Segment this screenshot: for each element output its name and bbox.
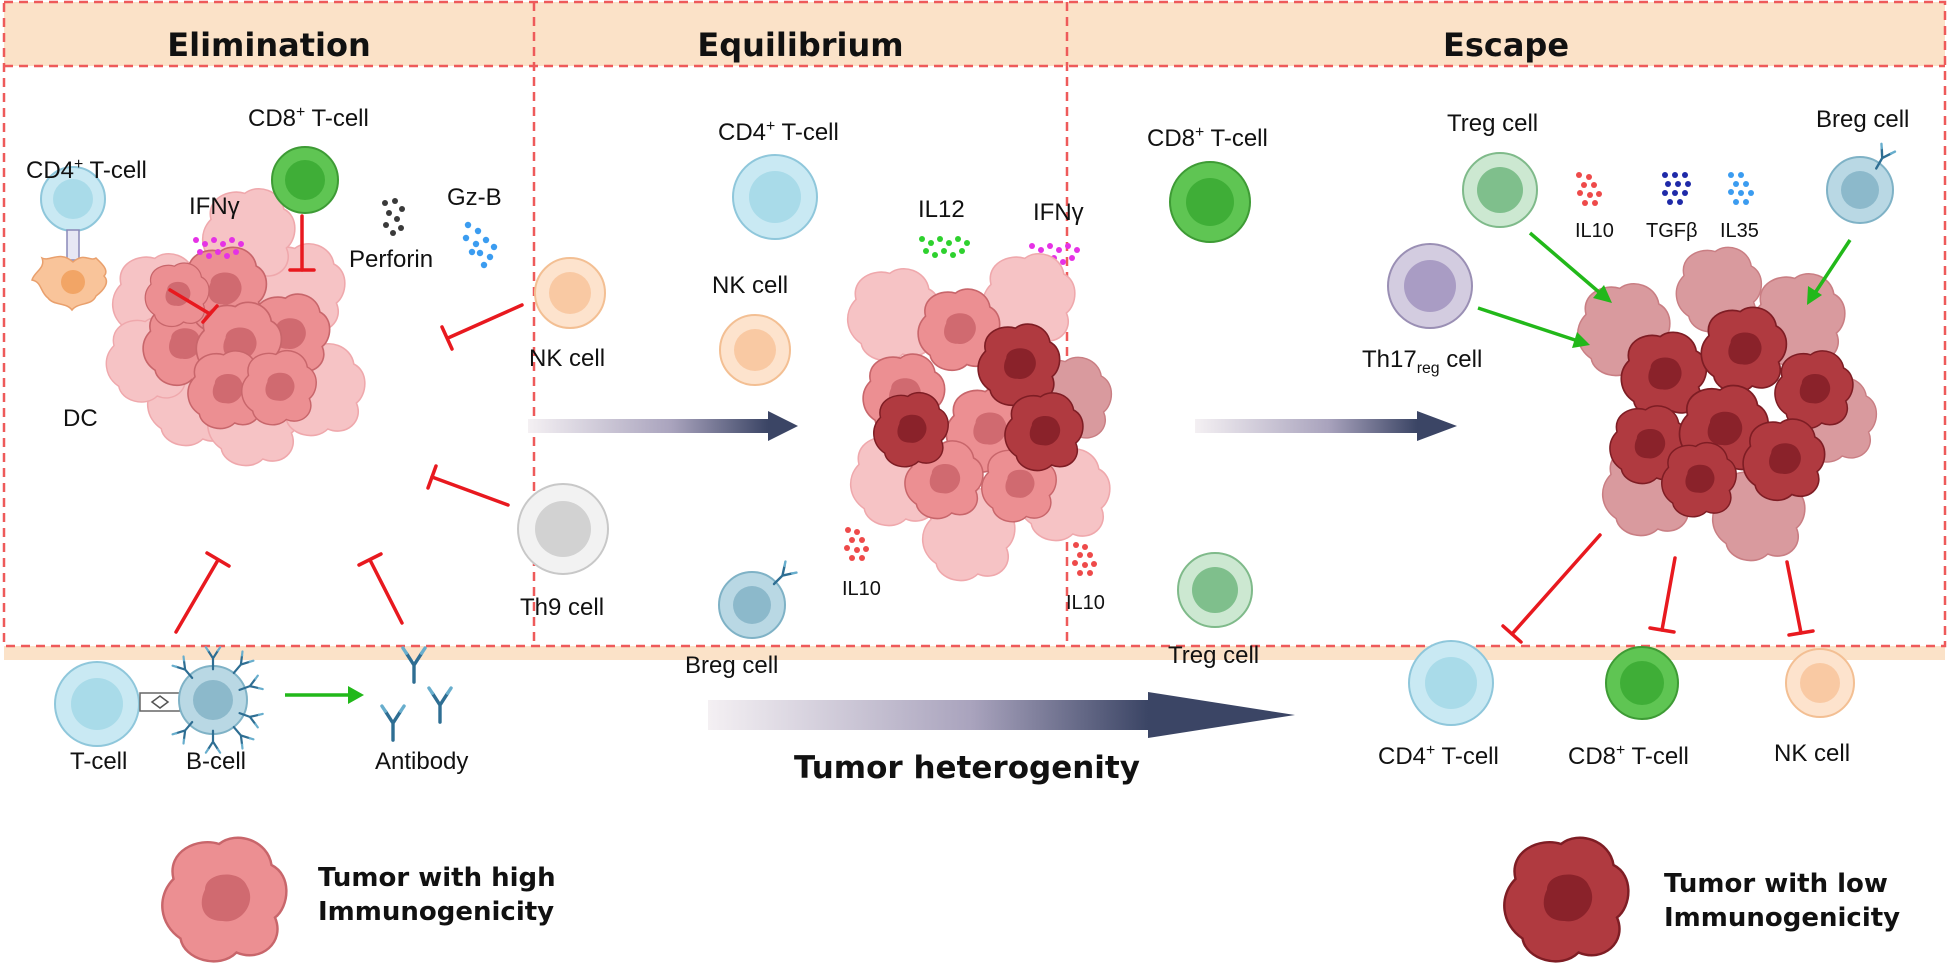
label-il35: IL35: [1720, 220, 1759, 242]
legend-tumor-low-line2: Immunogenicity: [1664, 903, 1901, 933]
legend-tumor-low-icon: [1503, 836, 1630, 963]
label-gzb: Gz-B: [447, 184, 502, 211]
label-cd4-t-cell-elimination: CD4+ T-cell: [26, 156, 147, 184]
label-perforin: Perforin: [349, 246, 434, 273]
label-ifng-elimination: IFNγ: [189, 193, 240, 220]
legend-tumor-low-line1: Tumor with low: [1664, 869, 1888, 899]
tumor-cluster-escape: [1576, 246, 1878, 562]
cd8-t-cell-equilibrium: [1169, 161, 1251, 243]
label-tgfb: TGFβ: [1646, 220, 1698, 242]
transition-arrow-1: [528, 411, 798, 441]
activation-arrows-escape: [1477, 231, 1852, 348]
nk-cell-equilibrium: [719, 314, 791, 386]
cd4-t-cell-elimination: [40, 166, 106, 232]
label-il12: IL12: [918, 196, 965, 223]
label-nk-cell-equilibrium: NK cell: [712, 272, 789, 299]
label-breg-cell-equilibrium: Breg cell: [685, 652, 779, 679]
header-band: [4, 2, 1945, 66]
th9-cell: [517, 483, 609, 575]
il35-dots: [1728, 172, 1754, 205]
heterogeneity-arrow: [708, 692, 1295, 738]
t-cell-elimination: [54, 661, 140, 747]
label-il10-equilibrium-left: IL10: [842, 578, 881, 600]
label-il10-escape: IL10: [1575, 220, 1614, 242]
ifng-dots-elimination: [193, 237, 244, 259]
gzb-dots: [462, 221, 498, 269]
legend-tumor-high-line1: Tumor with high: [318, 863, 556, 893]
il12-dots: [919, 236, 970, 258]
label-cd8-t-cell-elimination: CD8+ T-cell: [248, 104, 369, 132]
label-th17-reg-cell: Th17reg cell: [1362, 346, 1483, 377]
label-antibody: Antibody: [375, 748, 469, 775]
label-treg-cell-escape: Treg cell: [1447, 110, 1539, 137]
inhibition-arrows-elimination: [168, 214, 524, 634]
cd4-t-cell-escape: [1408, 640, 1494, 726]
il10-dots-equilibrium-right: [1072, 542, 1097, 576]
panel-title-elimination: Elimination: [167, 26, 371, 64]
label-th9-cell: Th9 cell: [520, 594, 605, 621]
dc-cell: [31, 229, 108, 312]
cd8-t-cell-elimination: [271, 146, 339, 214]
label-treg-cell-equilibrium: Treg cell: [1168, 642, 1260, 669]
antibody-group: [380, 646, 453, 742]
b-cell-elimination: [171, 646, 264, 754]
legend-tumor-high: Tumor with high Immunogenicity: [318, 861, 556, 929]
label-cd8-t-cell-equilibrium: CD8+ T-cell: [1147, 124, 1268, 152]
label-cd4-t-cell-equilibrium: CD4+ T-cell: [718, 118, 839, 146]
panel-title-equilibrium: Equilibrium: [697, 26, 904, 64]
treg-cell-equilibrium: [1177, 552, 1253, 628]
label-breg-cell-escape: Breg cell: [1816, 106, 1910, 133]
treg-cell-escape: [1462, 152, 1538, 228]
label-t-cell: T-cell: [70, 748, 128, 775]
transition-arrow-2: [1195, 411, 1457, 441]
label-ifng-equilibrium: IFNγ: [1033, 199, 1084, 226]
inhibition-arrows-escape: [1501, 533, 1815, 644]
activation-arrow-elimination: [285, 686, 364, 704]
label-cd4-t-cell-escape: CD4+ T-cell: [1378, 742, 1499, 770]
t-b-synapse: [139, 692, 181, 712]
cd8-t-cell-escape: [1605, 646, 1679, 720]
nk-cell-escape: [1785, 648, 1855, 718]
il10-dots-escape: [1576, 172, 1602, 206]
tgfb-dots: [1662, 172, 1691, 205]
label-il10-equilibrium-right: IL10: [1066, 592, 1105, 614]
legend-tumor-high-icon: [161, 836, 288, 963]
tumor-cluster-equilibrium: [846, 252, 1113, 582]
il10-dots-equilibrium-left: [844, 527, 869, 561]
nk-cell-elimination: [534, 257, 606, 329]
tumor-cluster-elimination: [105, 187, 366, 467]
label-nk-cell-elimination: NK cell: [529, 345, 606, 372]
th17-reg-cell: [1387, 243, 1473, 329]
label-nk-cell-escape: NK cell: [1774, 740, 1851, 767]
breg-cell-equilibrium: [718, 560, 798, 639]
perforin-dots: [382, 198, 405, 236]
cd4-t-cell-equilibrium: [732, 154, 818, 240]
legend-tumor-high-line2: Immunogenicity: [318, 897, 555, 927]
panel-title-escape: Escape: [1442, 26, 1570, 64]
label-cd8-t-cell-escape: CD8+ T-cell: [1568, 742, 1689, 770]
label-dc: DC: [63, 405, 98, 432]
label-b-cell: B-cell: [186, 748, 247, 775]
label-tumor-heterogeneity: Tumor heterogenity: [794, 750, 1140, 786]
legend-tumor-low: Tumor with low Immunogenicity: [1664, 867, 1900, 935]
breg-cell-escape: [1826, 142, 1897, 224]
